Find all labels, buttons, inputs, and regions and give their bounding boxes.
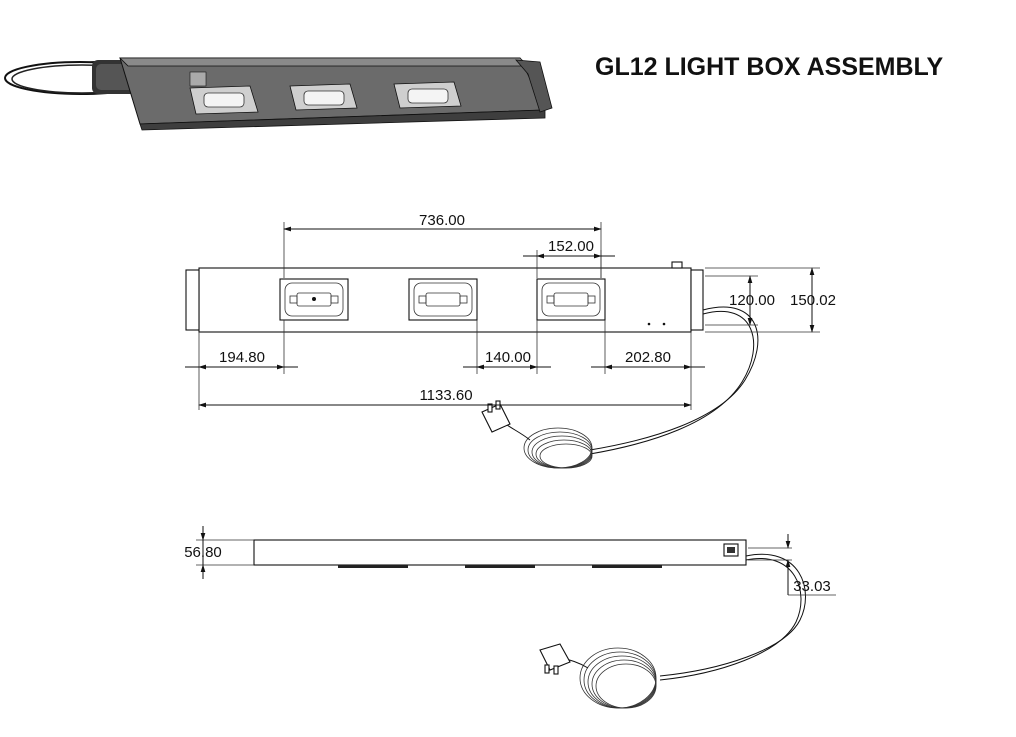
dim-overall-lamp-span: 736.00	[283, 212, 602, 278]
dim-window-gap: 140.00	[463, 320, 551, 374]
iso-lamp-window-3	[393, 81, 462, 109]
dim-right-offset: 202.80	[591, 320, 705, 410]
dim-label-736: 736.00	[419, 212, 465, 229]
dim-label-120: 120.00	[729, 292, 775, 309]
side-lamp-1	[338, 565, 408, 568]
side-lamp-2	[465, 565, 535, 568]
top-left-bracket	[185, 269, 200, 331]
dim-label-56: 56.80	[184, 544, 222, 561]
dim-cable-height: 33.03	[748, 534, 836, 596]
dim-label-194: 194.80	[219, 349, 265, 366]
side-view: 56.80 33.03	[184, 526, 836, 709]
dim-lamp-window-width: 152.00	[523, 238, 615, 278]
top-lamp-window-2	[408, 278, 478, 321]
switch-tab	[671, 261, 683, 269]
dim-label-150: 150.02	[790, 292, 836, 309]
iso-lamp-window-1	[189, 85, 259, 115]
top-lamp-window-3	[536, 278, 606, 321]
dim-label-202: 202.80	[625, 349, 671, 366]
side-lamp-3	[592, 565, 662, 568]
drawing-title: GL12 LIGHT BOX ASSEMBLY	[595, 53, 944, 81]
iso-box-body	[119, 57, 553, 131]
isometric-view	[4, 57, 553, 131]
dim-box-height: 150.02	[705, 267, 836, 333]
side-cable-assembly	[539, 553, 806, 709]
dim-label-140: 140.00	[485, 349, 531, 366]
dim-overall-length: 1133.60	[198, 387, 692, 408]
top-right-bracket	[690, 269, 704, 331]
dim-label-1133: 1133.60	[419, 387, 472, 404]
iso-lamp-window-2	[289, 83, 358, 111]
side-box-outline	[253, 539, 747, 566]
side-plug	[539, 643, 571, 675]
dim-label-33: 33.03	[793, 578, 831, 595]
dim-label-152: 152.00	[548, 238, 594, 255]
top-lamp-window-1	[279, 278, 349, 321]
dim-window-height: 120.00	[705, 275, 775, 326]
top-plug	[481, 400, 511, 433]
dim-left-offset: 194.80	[185, 320, 298, 410]
top-view: 736.00 152.00 120.00 150.02	[185, 212, 836, 469]
dim-side-thickness: 56.80	[184, 526, 254, 579]
